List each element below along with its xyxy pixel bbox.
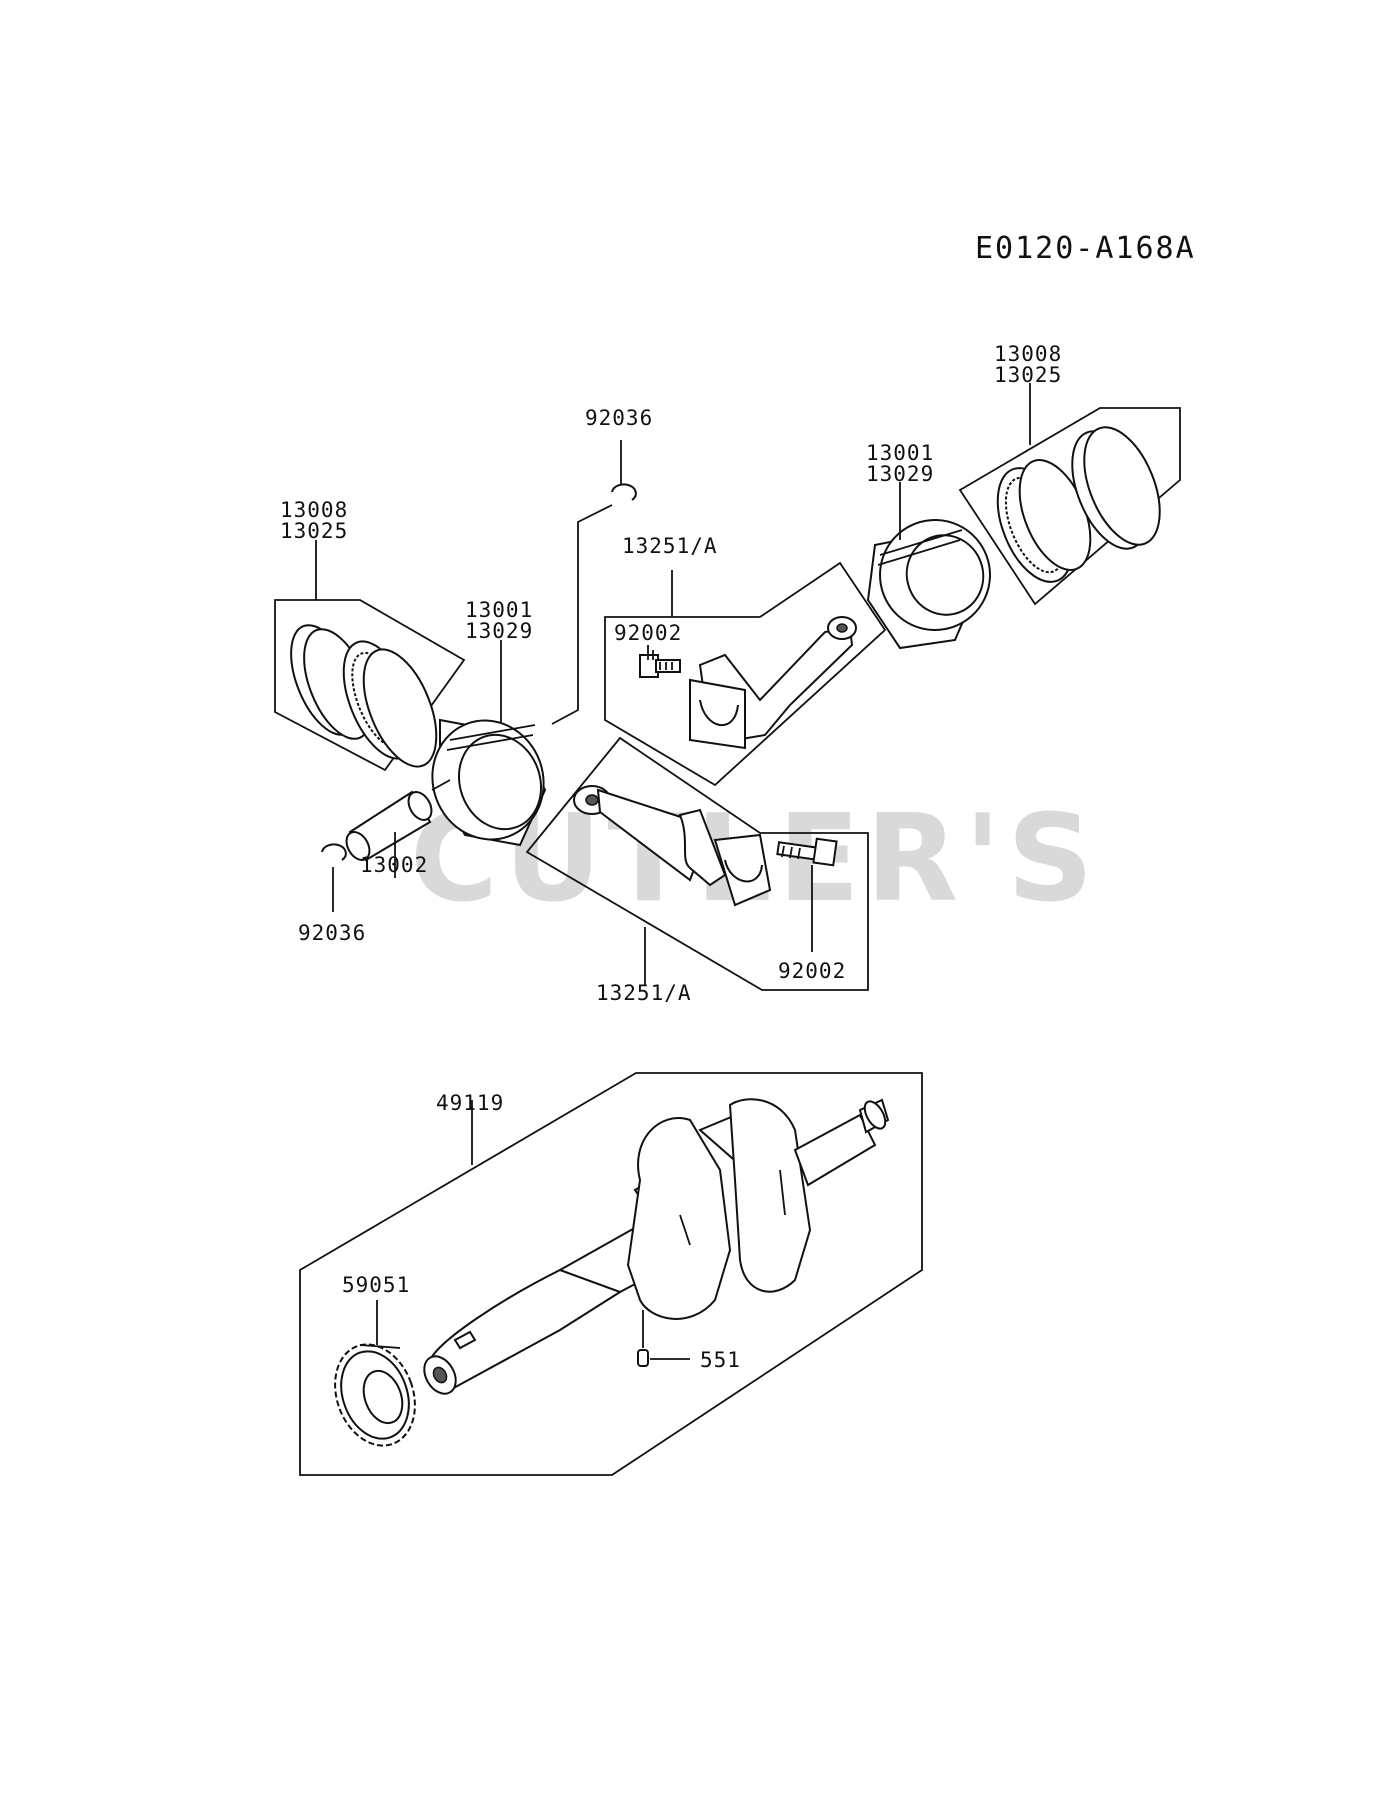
label-13002: 13002 <box>360 853 428 877</box>
connecting-rod-upper <box>689 616 857 750</box>
piston-right <box>866 519 991 650</box>
piston-ring-set-right <box>958 407 1181 606</box>
leader-line <box>431 779 451 791</box>
label-13008-right: 13008 <box>994 342 1062 366</box>
label-13251a-lower: 13251/A <box>596 981 692 1005</box>
label-92002-lower: 92002 <box>778 959 846 983</box>
leader-line <box>551 504 613 725</box>
label-13001-right: 13001 <box>866 441 934 465</box>
diagram-code: E0120-A168A <box>975 231 1196 266</box>
crankshaft <box>423 1098 890 1395</box>
label-13029-right: 13029 <box>866 462 934 486</box>
label-13025-right: 13025 <box>994 363 1062 387</box>
piston-pin <box>345 790 433 862</box>
label-13001-left: 13001 <box>465 598 533 622</box>
piston-ring-set-left <box>274 599 466 772</box>
piston-left <box>431 718 547 847</box>
label-13008-left: 13008 <box>280 498 348 522</box>
woodruff-key <box>637 1349 649 1367</box>
label-13025-left: 13025 <box>280 519 348 543</box>
label-551: 551 <box>700 1348 741 1372</box>
rod-box-lower <box>525 736 869 991</box>
label-13029-left: 13029 <box>465 619 533 643</box>
label-49119: 49119 <box>436 1091 504 1115</box>
bolt-upper <box>639 654 681 678</box>
connecting-rod-lower <box>573 785 772 907</box>
bolt-lower <box>776 837 838 867</box>
crankshaft-box <box>299 1072 923 1476</box>
timing-gear <box>334 1343 416 1447</box>
circlip-top <box>611 483 637 501</box>
label-59051: 59051 <box>342 1273 410 1297</box>
rod-box-upper <box>604 561 887 787</box>
label-13251a-upper: 13251/A <box>622 534 718 558</box>
circlip-left <box>321 843 347 861</box>
label-92036-left: 92036 <box>298 921 366 945</box>
label-92002-upper: 92002 <box>614 621 682 645</box>
label-92036-top: 92036 <box>585 406 653 430</box>
